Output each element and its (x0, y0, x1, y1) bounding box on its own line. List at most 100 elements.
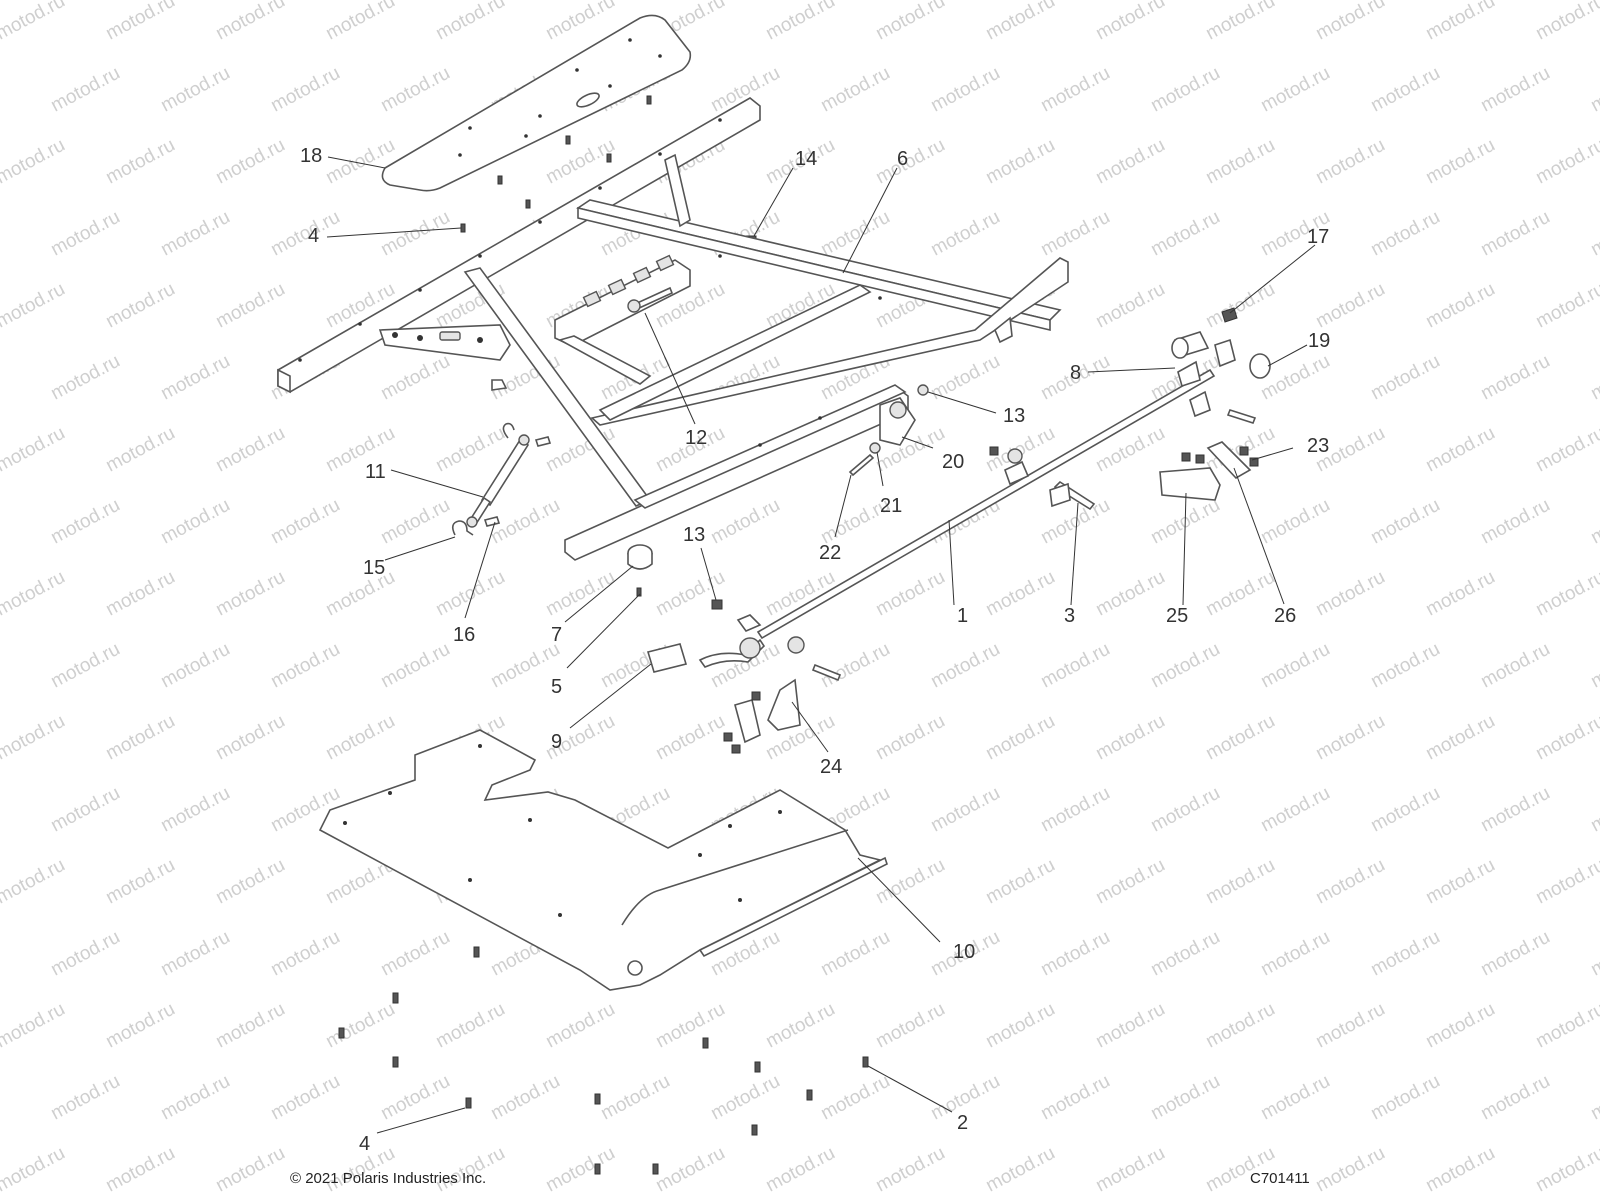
watermark-text: motod.ru (1037, 783, 1113, 837)
watermark-text: motod.ru (1147, 927, 1223, 981)
watermark-text: motod.ru (1092, 279, 1168, 333)
watermark-text: motod.ru (1257, 63, 1333, 117)
callout-23: 23 (1307, 435, 1329, 457)
watermark-text: motod.ru (102, 711, 178, 765)
part-20-mount (879, 397, 916, 446)
watermark-text: motod.ru (47, 1071, 123, 1125)
watermark-text: motod.ru (1367, 495, 1443, 549)
watermark-text: motod.ru (0, 1143, 69, 1197)
watermark-text: motod.ru (1587, 351, 1600, 405)
watermark-text: motod.ru (1092, 0, 1168, 44)
callout-25: 25 (1166, 605, 1188, 627)
watermark-text: motod.ru (1092, 135, 1168, 189)
callout-16: 16 (453, 624, 475, 646)
watermark-text: motod.ru (267, 207, 343, 261)
watermark-text: motod.ru (1532, 0, 1600, 44)
watermark-text: motod.ru (212, 711, 288, 765)
watermark-text: motod.ru (0, 999, 69, 1053)
watermark-text: motod.ru (762, 1143, 838, 1197)
watermark-text: motod.ru (0, 711, 69, 765)
parts-right-cluster (989, 307, 1271, 511)
watermark-text: motod.ru (0, 567, 69, 621)
watermark-text: motod.ru (1367, 207, 1443, 261)
watermark-text: motod.ru (542, 567, 618, 621)
watermark-text: motod.ru (432, 0, 508, 44)
watermark-text: motod.ru (1477, 927, 1553, 981)
watermark-text: motod.ru (1257, 495, 1333, 549)
watermark-text: motod.ru (1532, 855, 1600, 909)
watermark-text: motod.ru (47, 927, 123, 981)
watermark-text: motod.ru (47, 351, 123, 405)
copyright-text: © 2021 Polaris Industries Inc. (290, 1170, 487, 1187)
watermark-text: motod.ru (817, 63, 893, 117)
watermark-text: motod.ru (1422, 0, 1498, 44)
part-10-floor-panel (318, 729, 888, 991)
watermark-text: motod.ru (872, 999, 948, 1053)
watermark-text: motod.ru (872, 0, 948, 44)
watermark-text: motod.ru (102, 423, 178, 477)
watermark-text: motod.ru (157, 63, 233, 117)
watermark-text: motod.ru (212, 567, 288, 621)
part-15-clip (451, 520, 474, 536)
watermark-text: motod.ru (1037, 63, 1113, 117)
watermark-text: motod.ru (817, 927, 893, 981)
callout-17: 17 (1307, 226, 1329, 248)
watermark-text: motod.ru (1587, 495, 1600, 549)
watermark-text: motod.ru (47, 207, 123, 261)
watermark-text: motod.ru (872, 567, 948, 621)
callout-8: 8 (1070, 362, 1081, 384)
watermark-text: motod.ru (0, 423, 69, 477)
watermark-text: motod.ru (1257, 639, 1333, 693)
part-1-bolt (811, 663, 842, 682)
watermark-text: motod.ru (1037, 927, 1113, 981)
watermark-text: motod.ru (377, 63, 453, 117)
watermark-text: motod.ru (1257, 1071, 1333, 1125)
callout-13-upper: 13 (1003, 405, 1025, 427)
watermark-text: motod.ru (102, 279, 178, 333)
watermark-text: motod.ru (1422, 135, 1498, 189)
watermark-text: motod.ru (872, 711, 948, 765)
watermark-text: motod.ru (1092, 567, 1168, 621)
watermark-text: motod.ru (322, 711, 398, 765)
watermark-text: motod.ru (1092, 1143, 1168, 1197)
part-13-nut-lower (711, 599, 723, 610)
watermark-text: motod.ru (1202, 135, 1278, 189)
watermark-text: motod.ru (212, 855, 288, 909)
watermark-text: motod.ru (1477, 783, 1553, 837)
watermark-text: motod.ru (322, 0, 398, 44)
watermark-text: motod.ru (102, 567, 178, 621)
watermark-text: motod.ru (817, 1071, 893, 1125)
watermark-text: motod.ru (872, 135, 948, 189)
watermark-text: motod.ru (817, 207, 893, 261)
watermark-text: motod.ru (1422, 999, 1498, 1053)
watermark-text: motod.ru (1367, 927, 1443, 981)
watermark-text: motod.ru (982, 1143, 1058, 1197)
watermark-text: motod.ru (1477, 207, 1553, 261)
watermark-text: motod.ru (1587, 639, 1600, 693)
watermark-text: motod.ru (1422, 711, 1498, 765)
watermark-text: motod.ru (1367, 783, 1443, 837)
leader-lines (326, 156, 1316, 1134)
callout-2: 2 (957, 1112, 968, 1134)
callout-21: 21 (880, 495, 902, 517)
watermark-text: motod.ru (1037, 639, 1113, 693)
watermark-text: motod.ru (1312, 855, 1388, 909)
watermark-text: motod.ru (1037, 207, 1113, 261)
watermark-text: motod.ru (652, 711, 728, 765)
part-11-strut (466, 422, 552, 528)
callout-19: 19 (1308, 330, 1330, 352)
watermark-text: motod.ru (102, 1143, 178, 1197)
watermark-text: motod.ru (652, 567, 728, 621)
callout-13-lower: 13 (683, 524, 705, 546)
watermark-text: motod.ru (1312, 567, 1388, 621)
watermark-text: motod.ru (982, 135, 1058, 189)
part-13-nut-upper (917, 384, 929, 396)
watermark-text: motod.ru (542, 999, 618, 1053)
watermark-text: motod.ru (157, 495, 233, 549)
watermark-text: motod.ru (212, 423, 288, 477)
watermark-text: motod.ru (1202, 0, 1278, 44)
watermark-text: motod.ru (1202, 279, 1278, 333)
watermark-text: motod.ru (102, 855, 178, 909)
watermark-text: motod.ru (47, 495, 123, 549)
